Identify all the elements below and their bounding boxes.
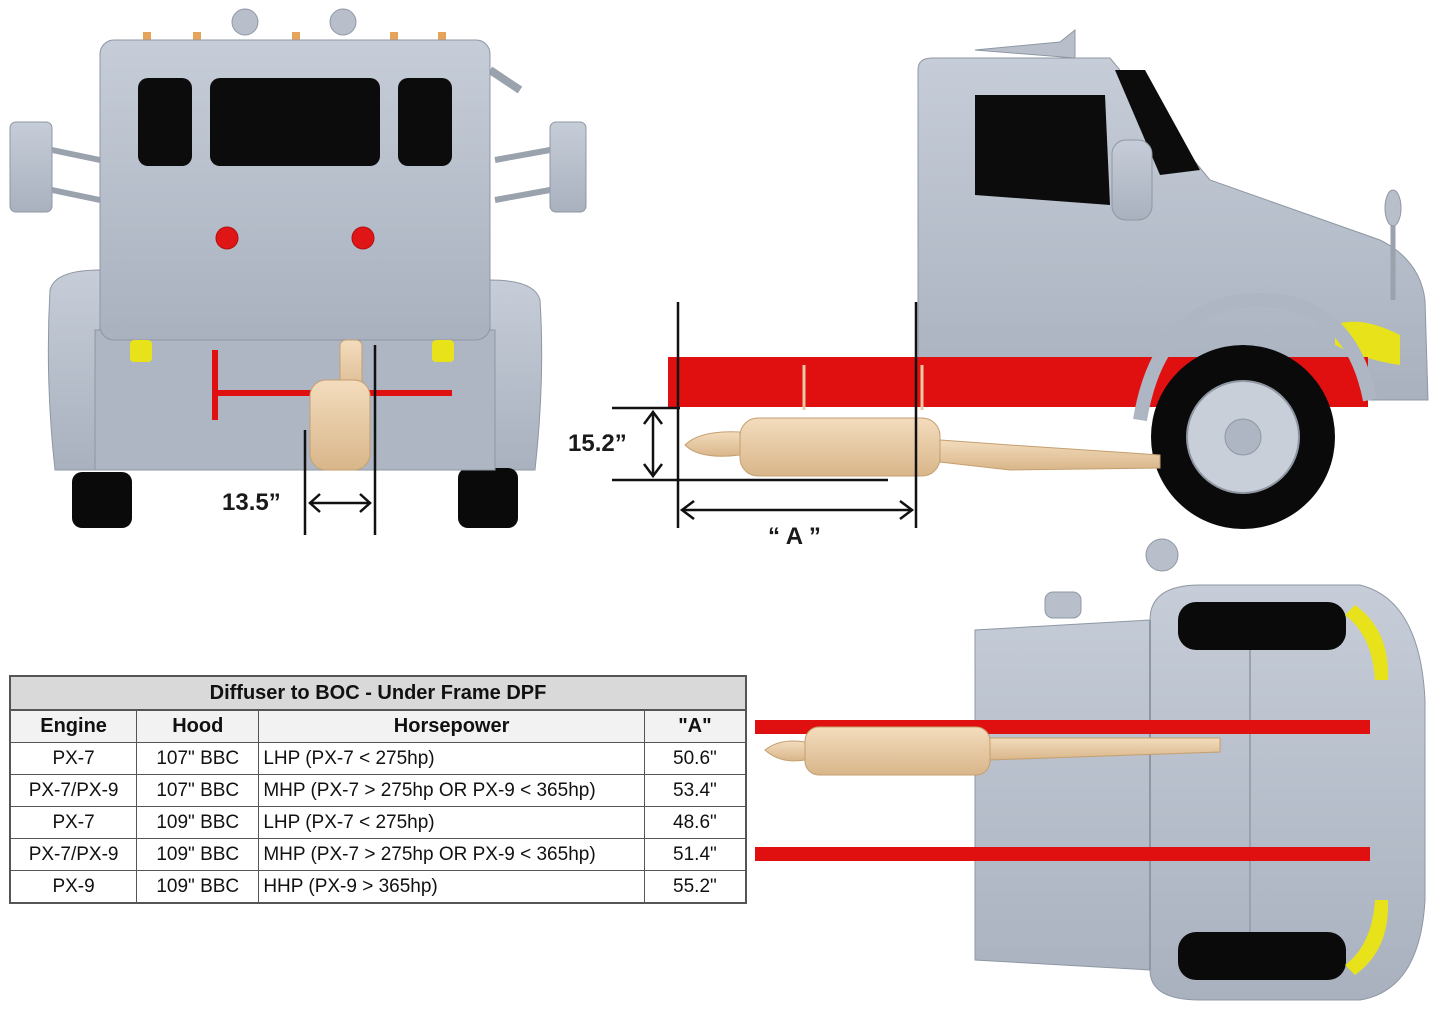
spec-table: Diffuser to BOC - Under Frame DPF Engine… [9, 675, 747, 904]
dimension-a-label: “ A ” [768, 523, 821, 550]
cell-hood: 109" BBC [136, 806, 260, 839]
cell-a: 48.6" [643, 806, 747, 839]
table-row: PX-9 109" BBC HHP (PX-9 > 365hp) 55.2" [9, 870, 747, 904]
dimension-offset-label: 13.5” [222, 489, 281, 516]
header-a: "A" [643, 709, 747, 743]
rear-view [9, 8, 587, 535]
cell-a: 55.2" [643, 870, 747, 904]
cell-engine: PX-7 [9, 742, 138, 775]
header-horsepower: Horsepower [258, 709, 645, 743]
table-header-row: Engine Hood Horsepower "A" [9, 709, 747, 743]
cell-hood: 109" BBC [136, 838, 260, 871]
cell-horsepower: MHP (PX-7 > 275hp OR PX-9 < 365hp) [258, 838, 645, 871]
table-row: PX-7/PX-9 109" BBC MHP (PX-7 > 275hp OR … [9, 838, 747, 871]
cell-horsepower: LHP (PX-7 < 275hp) [258, 742, 645, 775]
cell-a: 50.6" [643, 742, 747, 775]
cell-engine: PX-7/PX-9 [9, 774, 138, 807]
cell-horsepower: LHP (PX-7 < 275hp) [258, 806, 645, 839]
table-title: Diffuser to BOC - Under Frame DPF [9, 675, 747, 711]
cell-a: 53.4" [643, 774, 747, 807]
header-hood: Hood [136, 709, 260, 743]
table-title-row: Diffuser to BOC - Under Frame DPF [9, 675, 747, 711]
cell-hood: 109" BBC [136, 870, 260, 904]
cell-hood: 107" BBC [136, 742, 260, 775]
cell-engine: PX-7/PX-9 [9, 838, 138, 871]
side-view [612, 28, 1429, 529]
top-view [755, 538, 1426, 1001]
cell-horsepower: HHP (PX-9 > 365hp) [258, 870, 645, 904]
table-row: PX-7 107" BBC LHP (PX-7 < 275hp) 50.6" [9, 742, 747, 775]
table-row: PX-7 109" BBC LHP (PX-7 < 275hp) 48.6" [9, 806, 747, 839]
dimension-height-label: 15.2” [568, 430, 627, 457]
cell-engine: PX-9 [9, 870, 138, 904]
table-row: PX-7/PX-9 107" BBC MHP (PX-7 > 275hp OR … [9, 774, 747, 807]
cell-hood: 107" BBC [136, 774, 260, 807]
cell-engine: PX-7 [9, 806, 138, 839]
cell-horsepower: MHP (PX-7 > 275hp OR PX-9 < 365hp) [258, 774, 645, 807]
header-engine: Engine [9, 709, 138, 743]
cell-a: 51.4" [643, 838, 747, 871]
